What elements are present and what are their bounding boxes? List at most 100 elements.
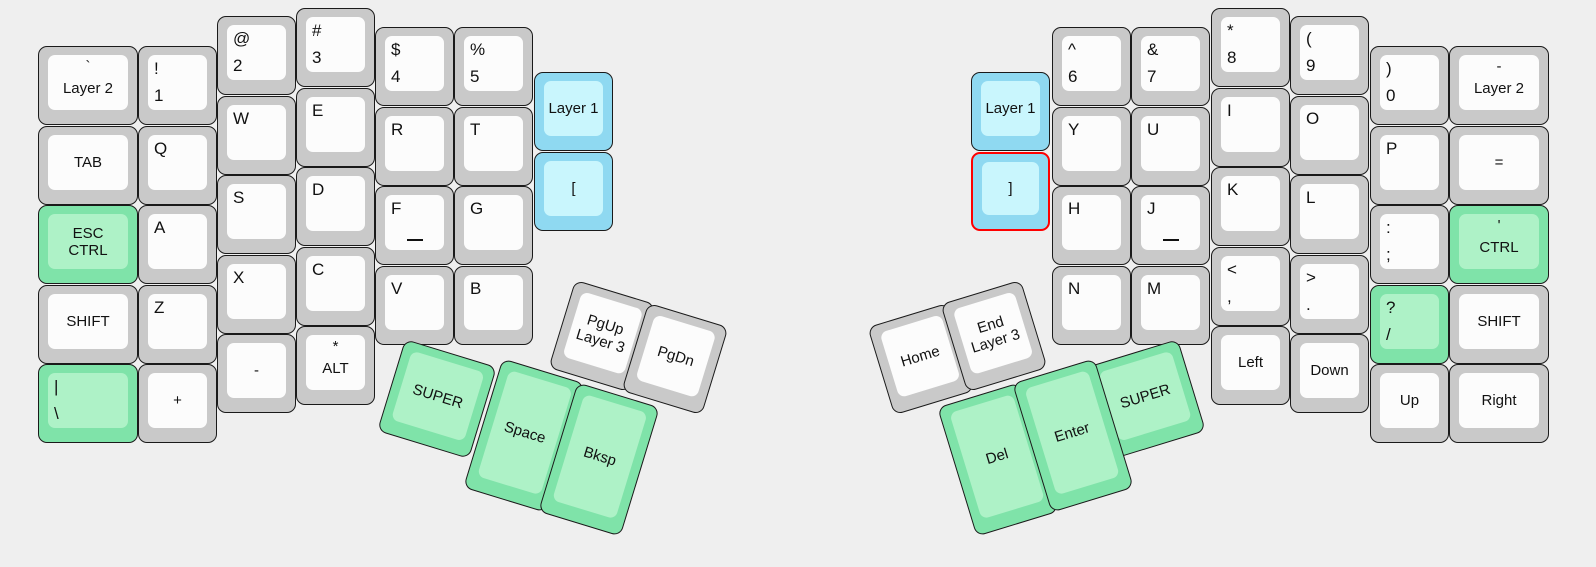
key-left-half-pinky-outer-tab[interactable]: TAB	[38, 125, 138, 205]
key-right-half-ring-o[interactable]: O	[1290, 95, 1369, 175]
legend-center-line1: Layer 1	[548, 100, 599, 117]
legend-center: Down	[1300, 343, 1359, 398]
key-left-half-ring-s[interactable]: S	[217, 175, 296, 254]
legend-shifted: I	[1227, 100, 1232, 120]
keycap: #3	[306, 17, 365, 72]
key-left-half-pinky-outer-pipe-backslash[interactable]: |\	[38, 364, 138, 443]
key-left-half-index-inner-t[interactable]: T	[454, 106, 533, 186]
keycap: Layer 1	[544, 81, 603, 136]
legend-base: 7	[1147, 67, 1157, 86]
legend-shifted: @	[233, 29, 251, 48]
key-right-half-index-inner-caret-6[interactable]: ^6	[1052, 27, 1131, 106]
key-left-half-index-r[interactable]: R	[375, 106, 454, 186]
legend-center-line2: Layer 3	[969, 325, 1023, 357]
key-left-half-middle-asterisk-alt[interactable]: *ALT	[296, 326, 375, 405]
legend-shifted: L	[1306, 188, 1316, 207]
key-left-half-pinky-plus[interactable]: +	[138, 364, 217, 443]
legend-base: 2	[233, 56, 243, 75]
keycap: Left	[1221, 335, 1280, 390]
keycap: V	[385, 274, 444, 330]
key-right-half-index-inner-y[interactable]: Y	[1052, 106, 1131, 186]
keycap: Q	[148, 134, 207, 190]
key-right-half-middle-k[interactable]: K	[1211, 167, 1290, 246]
legend-base: ,	[1227, 286, 1232, 306]
key-left-half-index-inner-percent-5[interactable]: %5	[454, 27, 533, 106]
key-right-half-pinky-outer-equals[interactable]: =	[1449, 125, 1549, 205]
key-left-half-index-v[interactable]: V	[375, 265, 454, 345]
key-right-half-index-m[interactable]: M	[1131, 265, 1210, 345]
key-right-half-pinky-outer-shift[interactable]: SHIFT	[1449, 284, 1549, 364]
keycap: S	[227, 184, 286, 239]
key-right-half-inner-extra-layer1[interactable]: Layer 1	[971, 72, 1050, 151]
key-right-half-index-j[interactable]: J	[1131, 186, 1210, 265]
key-right-half-pinky-outer-quote-ctrl[interactable]: 'CTRL	[1449, 205, 1549, 284]
key-right-half-ring-greater-period[interactable]: >.	[1290, 254, 1369, 334]
homing-bar-icon	[406, 239, 423, 241]
key-left-half-middle-c[interactable]: C	[296, 246, 375, 326]
keycap: *8	[1221, 17, 1280, 72]
keycap: `Layer 2	[48, 55, 128, 110]
key-right-half-index-u[interactable]: U	[1131, 106, 1210, 186]
legend-center: [	[544, 161, 603, 216]
key-left-half-pinky-z[interactable]: Z	[138, 284, 217, 364]
key-right-half-pinky-up-arrow[interactable]: Up	[1370, 364, 1449, 443]
key-right-half-pinky-paren-right-0[interactable]: )0	[1370, 46, 1449, 125]
key-left-half-ring-at-2[interactable]: @2	[217, 16, 296, 95]
key-left-half-inner-extra-layer1[interactable]: Layer 1	[534, 72, 613, 151]
legend-shifted: |	[54, 377, 59, 396]
key-right-half-index-inner-n[interactable]: N	[1052, 265, 1131, 345]
key-left-half-middle-e[interactable]: E	[296, 87, 375, 167]
key-right-half-middle-less-comma[interactable]: <,	[1211, 246, 1290, 326]
legend-center: ]	[982, 162, 1039, 215]
key-right-half-inner-extra-bracket-right[interactable]: ]	[971, 151, 1050, 231]
keycap: H	[1062, 195, 1121, 250]
key-right-half-index-inner-h[interactable]: H	[1052, 186, 1131, 265]
key-left-half-pinky-outer-grave-layer2[interactable]: `Layer 2	[38, 46, 138, 125]
key-right-half-index-ampersand-7[interactable]: &7	[1131, 27, 1210, 106]
key-left-half-ring-w[interactable]: W	[217, 95, 296, 175]
legend-shifted: >	[1306, 267, 1316, 287]
legend-center: Layer 2	[48, 67, 128, 110]
key-left-half-index-f[interactable]: F	[375, 186, 454, 265]
keycap: A	[148, 214, 207, 269]
key-left-half-ring-minus[interactable]: -	[217, 334, 296, 413]
legend-shifted: C	[312, 259, 325, 279]
legend-center-line1: Layer 2	[1473, 80, 1525, 97]
key-left-half-pinky-exclaim-1[interactable]: !1	[138, 46, 217, 125]
key-right-half-ring-paren-left-9[interactable]: (9	[1290, 16, 1369, 95]
legend-shifted: &	[1147, 40, 1159, 59]
key-left-half-index-inner-b[interactable]: B	[454, 265, 533, 345]
key-right-half-pinky-outer-minus-layer2[interactable]: -Layer 2	[1449, 46, 1549, 125]
key-left-half-index-inner-g[interactable]: G	[454, 186, 533, 265]
key-left-half-inner-extra-bracket-left[interactable]: [	[534, 151, 613, 231]
key-left-half-middle-d[interactable]: D	[296, 167, 375, 246]
key-left-half-pinky-a[interactable]: A	[138, 205, 217, 284]
key-left-half-middle-hash-3[interactable]: #3	[296, 8, 375, 87]
key-right-half-pinky-question-slash[interactable]: ?/	[1370, 284, 1449, 364]
legend-shifted: T	[470, 119, 481, 139]
legend-shifted: H	[1068, 199, 1081, 218]
key-right-half-pinky-outer-right-arrow[interactable]: Right	[1449, 364, 1549, 443]
key-right-half-pinky-colon-semicolon[interactable]: :;	[1370, 205, 1449, 284]
keycap: Y	[1062, 115, 1121, 171]
key-left-half-pinky-q[interactable]: Q	[138, 125, 217, 205]
keycap: -	[227, 343, 286, 398]
keycap: ^6	[1062, 36, 1121, 91]
legend-shifted: Z	[154, 297, 165, 317]
key-right-half-middle-i[interactable]: I	[1211, 87, 1290, 167]
key-right-half-ring-l[interactable]: L	[1290, 175, 1369, 254]
key-left-half-index-dollar-4[interactable]: $4	[375, 27, 454, 106]
key-right-half-ring-down-arrow[interactable]: Down	[1290, 334, 1369, 413]
key-right-half-pinky-p[interactable]: P	[1370, 125, 1449, 205]
legend-center-line1: Del	[983, 445, 1011, 469]
key-right-half-middle-left-arrow[interactable]: Left	[1211, 326, 1290, 405]
legend-center: Layer 2	[1459, 67, 1539, 110]
key-left-half-ring-x[interactable]: X	[217, 254, 296, 334]
key-right-half-middle-asterisk-8[interactable]: *8	[1211, 8, 1290, 87]
key-left-half-pinky-outer-shift[interactable]: SHIFT	[38, 284, 138, 364]
